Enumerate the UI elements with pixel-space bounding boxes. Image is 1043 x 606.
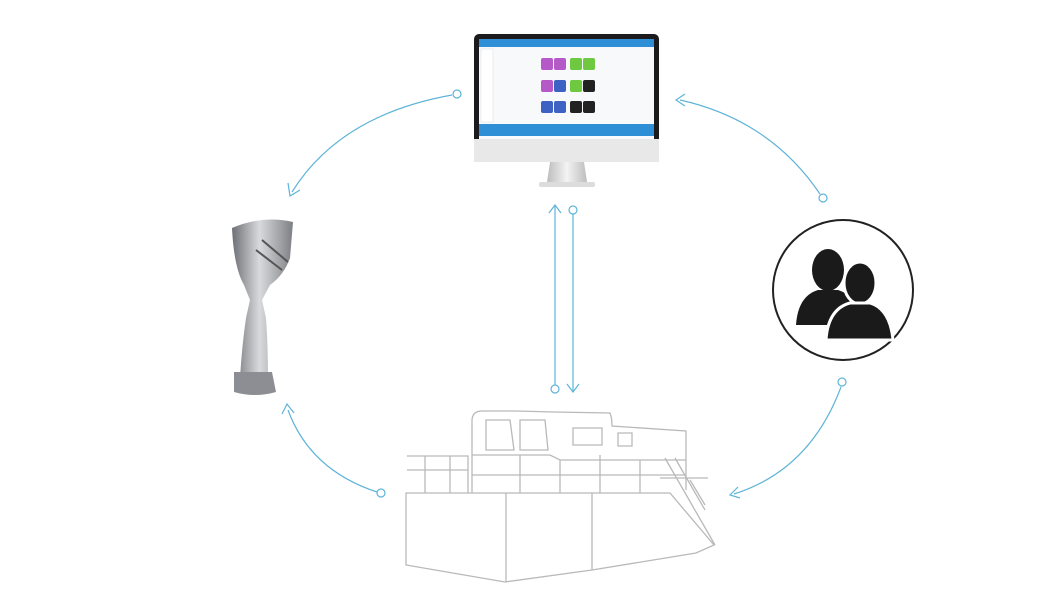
arrowhead-icon [728, 486, 741, 499]
connector-start-dot [452, 89, 462, 99]
monitor-stand [547, 162, 587, 182]
arrowhead-icon [566, 383, 580, 393]
arc-monitor-to-part [291, 94, 453, 193]
arrowhead-icon [287, 182, 301, 197]
connectors [281, 89, 847, 499]
build-plate-parts [541, 58, 595, 113]
manufacturing-machine [405, 410, 716, 583]
arrowhead-icon [674, 93, 686, 107]
monitor-chin [474, 139, 659, 162]
arrowhead-icon [548, 204, 562, 214]
arc-machine-to-part [287, 409, 378, 493]
software-toolbar [479, 39, 654, 47]
connector-start-dot [837, 377, 847, 387]
monitor-screen [479, 39, 654, 139]
connector-start-dot [568, 205, 578, 215]
connector-start-dot [376, 488, 386, 498]
users-icon [772, 219, 914, 361]
software-bottom-bar [479, 124, 654, 136]
arrowhead-icon [281, 402, 295, 415]
arc-users-to-machine [733, 386, 842, 495]
arc-users-to-monitor [679, 99, 821, 195]
connector-start-dot [550, 384, 560, 394]
printed-metal-part [232, 219, 293, 395]
computer-monitor [474, 34, 659, 187]
software-side-panel [480, 48, 494, 123]
connector-start-dot [818, 193, 828, 203]
